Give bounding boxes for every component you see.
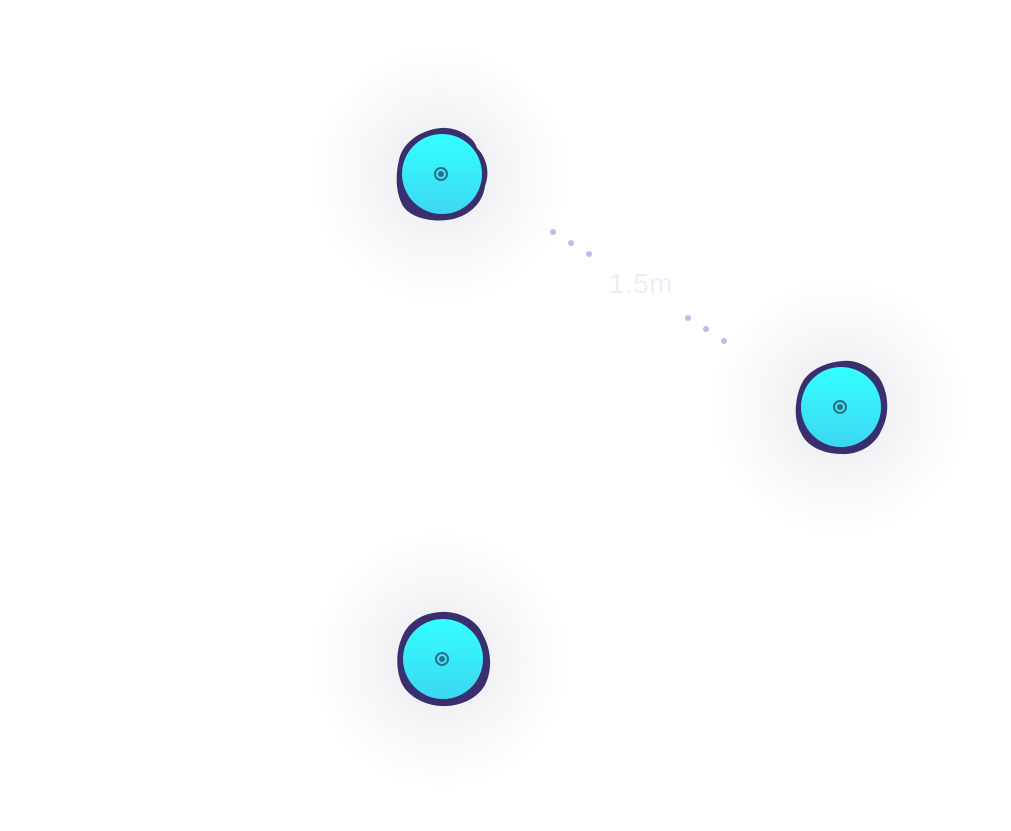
distance-dot [550, 229, 556, 235]
device-node-1 [393, 126, 489, 222]
device-node-2-icon [795, 360, 888, 455]
device-node-1-icon [396, 127, 488, 221]
distance-dot [586, 251, 592, 257]
device-node-3-icon [397, 611, 491, 707]
device-node-3 [395, 611, 491, 707]
distance-label: 1.5m [608, 268, 674, 299]
distance-dot [685, 315, 691, 321]
distance-dot [721, 338, 727, 344]
device-node-2 [793, 359, 889, 455]
distance-dot [703, 326, 709, 332]
distance-dot [568, 240, 574, 246]
